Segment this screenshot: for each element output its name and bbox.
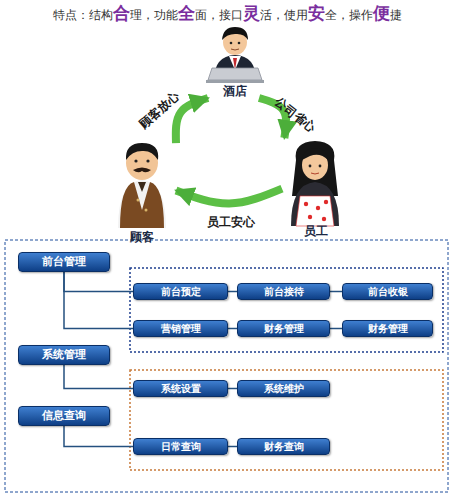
customer-figure — [118, 143, 166, 228]
tree-line — [64, 426, 133, 447]
button-label: 财务管理 — [264, 323, 304, 335]
button-label: 财务查询 — [264, 441, 304, 453]
button-label: 系统设置 — [161, 383, 201, 395]
function-button: 营销管理 — [133, 320, 228, 337]
title-char: 操 — [349, 8, 361, 22]
tree-line — [64, 272, 133, 329]
title-char: 口 — [231, 8, 243, 22]
title-char: 理 — [130, 8, 142, 22]
tree-line — [228, 446, 237, 448]
title-char: ， — [272, 8, 284, 22]
tree-line — [330, 328, 342, 330]
button-label: 系统管理 — [42, 349, 86, 361]
figure-label: 酒店 — [223, 84, 247, 98]
title-char: 用 — [296, 8, 308, 22]
cycle-arrow — [176, 189, 282, 204]
title-char: 特 — [53, 8, 65, 22]
button-label: 前台管理 — [42, 256, 86, 268]
function-button: 日常查询 — [133, 438, 228, 455]
outer-frame — [5, 240, 448, 492]
accent-char: 合 — [113, 3, 130, 23]
function-button: 前台接待 — [237, 283, 330, 300]
tree-line — [64, 272, 133, 292]
function-button: 前台预定 — [133, 283, 228, 300]
hotel-figure — [206, 27, 264, 83]
title-char: 使 — [284, 8, 296, 22]
button-label: 系统维护 — [264, 383, 304, 395]
group-frame — [130, 268, 443, 352]
tree-line — [330, 291, 342, 293]
group-frame — [130, 370, 443, 470]
button-label: 信息查询 — [42, 410, 86, 422]
button-label: 前台收银 — [368, 286, 408, 298]
title-char: 接 — [219, 8, 231, 22]
edge-label: 员工安心 — [207, 214, 255, 231]
button-label: 营销管理 — [161, 323, 201, 335]
diagram-title: 特点：结构合理，功能全面，接口灵活，使用安全，操作便捷 — [0, 3, 455, 25]
button-label: 日常查询 — [161, 441, 201, 453]
figure-node: 员工 — [282, 138, 350, 238]
title-char: ： — [77, 8, 89, 22]
staff-figure — [291, 141, 339, 226]
tree-line — [228, 328, 237, 330]
figure-node: 酒店 — [196, 22, 274, 98]
title-char: 能 — [166, 8, 178, 22]
figure-label: 顾客 — [130, 230, 154, 244]
title-char: 作 — [361, 8, 373, 22]
edge-label: 顾客放心 — [136, 88, 183, 133]
accent-char: 全 — [178, 3, 195, 23]
figure-node: 顾客 — [108, 138, 176, 244]
module-button: 前台管理 — [18, 252, 110, 272]
title-char: 面 — [195, 8, 207, 22]
title-char: 构 — [101, 8, 113, 22]
function-button: 财务管理 — [237, 320, 330, 337]
title-char: ， — [337, 8, 349, 22]
title-char: 活 — [260, 8, 272, 22]
function-button: 前台收银 — [342, 283, 433, 300]
title-char: 功 — [154, 8, 166, 22]
title-char: ， — [207, 8, 219, 22]
button-label: 前台预定 — [161, 286, 201, 298]
title-char: ， — [142, 8, 154, 22]
tree-line — [64, 365, 133, 389]
button-label: 财务管理 — [368, 323, 408, 335]
function-button: 财务管理 — [342, 320, 433, 337]
title-char: 结 — [89, 8, 101, 22]
title-char: 捷 — [390, 8, 402, 22]
button-label: 前台接待 — [264, 286, 304, 298]
figure-label: 员工 — [304, 224, 328, 238]
title-char: 全 — [325, 8, 337, 22]
function-button: 系统设置 — [133, 380, 228, 397]
accent-char: 灵 — [243, 3, 260, 23]
tree-line — [228, 388, 237, 390]
edge-label: 公司省心 — [271, 94, 319, 137]
accent-char: 安 — [308, 3, 325, 23]
function-button: 系统维护 — [237, 380, 330, 397]
title-char: 点 — [65, 8, 77, 22]
module-button: 系统管理 — [18, 345, 110, 365]
tree-line — [228, 291, 237, 293]
accent-char: 便 — [373, 3, 390, 23]
function-button: 财务查询 — [237, 438, 330, 455]
module-button: 信息查询 — [18, 406, 110, 426]
cycle-arrow — [176, 98, 208, 143]
